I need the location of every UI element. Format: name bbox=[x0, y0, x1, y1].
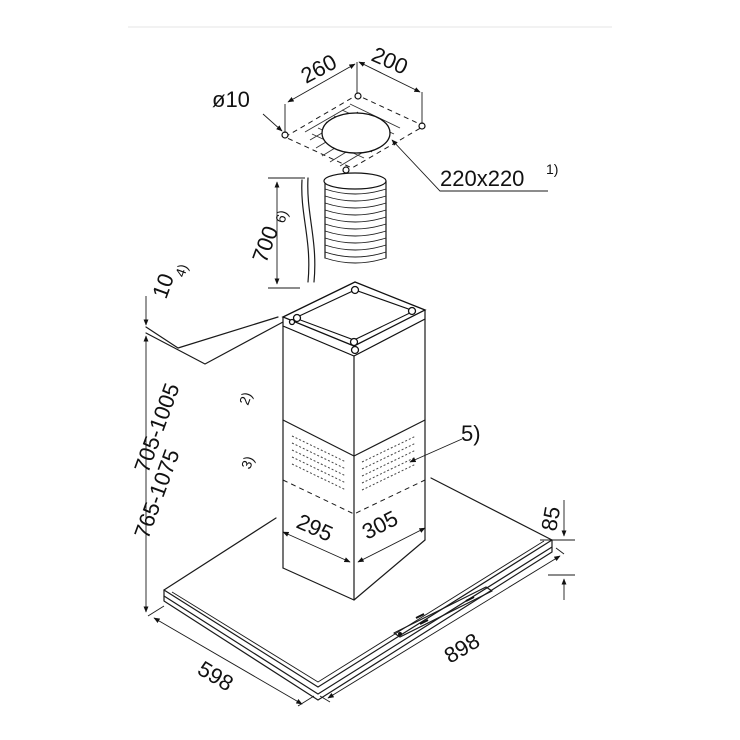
label-295: 295 bbox=[293, 509, 337, 547]
label-outlet-size: 220x220 bbox=[440, 166, 524, 191]
ceiling-mount-plate bbox=[281, 92, 426, 174]
label-200: 200 bbox=[368, 42, 412, 80]
flexible-duct bbox=[323, 172, 387, 264]
label-598: 598 bbox=[193, 656, 237, 696]
ceiling-contour bbox=[145, 316, 284, 365]
label-hole-diameter: ø10 bbox=[212, 87, 250, 112]
footnote-3: 3) bbox=[238, 454, 257, 471]
label-85: 85 bbox=[536, 504, 565, 532]
footnote-2: 2) bbox=[236, 390, 255, 407]
vent-grid-right bbox=[361, 435, 417, 491]
label-305: 305 bbox=[358, 506, 402, 545]
label-260: 260 bbox=[297, 49, 341, 88]
callout-5: 5) bbox=[461, 421, 481, 446]
chimney-top-flange bbox=[281, 281, 427, 357]
label-898: 898 bbox=[440, 628, 484, 668]
power-cable bbox=[301, 177, 316, 283]
vent-grid-left bbox=[291, 435, 347, 491]
label-700: 700 bbox=[247, 223, 283, 266]
footnote-1: 1) bbox=[546, 161, 558, 177]
brand-logo bbox=[415, 613, 425, 619]
chimney bbox=[282, 318, 426, 601]
footnote-6: 6) bbox=[272, 208, 291, 225]
dimension-lines bbox=[143, 61, 575, 707]
footnote-4: 4) bbox=[172, 262, 191, 279]
